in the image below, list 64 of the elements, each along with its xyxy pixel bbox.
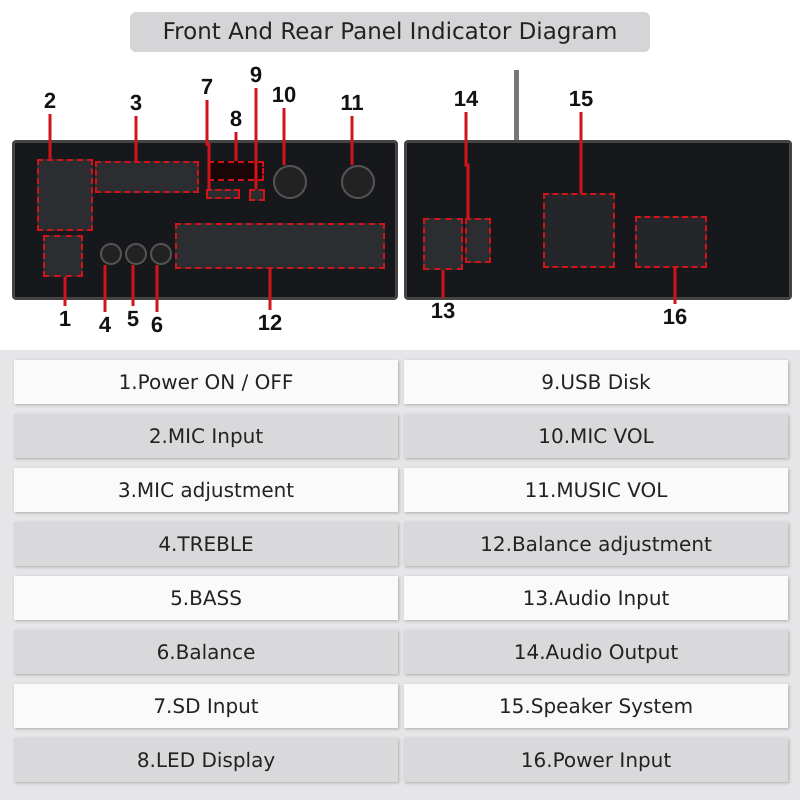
- feature-label: 12.Balance adjustment: [404, 522, 788, 566]
- knob-group: [95, 161, 199, 193]
- card-slot: [206, 189, 240, 199]
- knob: [100, 243, 122, 265]
- feature-label: 1.Power ON / OFF: [14, 360, 398, 404]
- power-switch: [43, 235, 83, 277]
- power-terminal-group: [635, 216, 707, 268]
- rca-jack-group: [423, 218, 463, 270]
- callout-number: 14: [451, 86, 481, 112]
- feature-label: 3.MIC adjustment: [14, 468, 398, 512]
- feature-label: 2.MIC Input: [14, 414, 398, 458]
- feature-label: 14.Audio Output: [404, 630, 788, 674]
- knob: [150, 243, 172, 265]
- knob: [125, 243, 147, 265]
- equalizer-sliders: [175, 223, 385, 269]
- volume-knob: [273, 165, 307, 199]
- feature-label: 15.Speaker System: [404, 684, 788, 728]
- amplifier-front-panel-drawing: [12, 140, 398, 300]
- leader-line: [580, 112, 582, 193]
- feature-label: 13.Audio Input: [404, 576, 788, 620]
- callout-number: 13: [428, 298, 458, 324]
- leader-line: [64, 277, 66, 306]
- callout-number: 16: [660, 304, 690, 330]
- leader-line: [48, 114, 52, 159]
- callout-number: 3: [121, 90, 151, 116]
- mic-jack-group: [37, 159, 93, 231]
- callout-number: 4: [90, 312, 120, 338]
- leader-line: [268, 269, 272, 310]
- callout-number: 7: [192, 74, 222, 100]
- leader-line: [282, 108, 286, 165]
- feature-label: 8.LED Display: [14, 738, 398, 782]
- leader-line: [134, 116, 138, 161]
- callout-number: 1: [50, 306, 80, 332]
- leader-line: [442, 270, 444, 298]
- callout-number: 2: [35, 88, 65, 114]
- speaker-terminal-group: [543, 193, 615, 268]
- feature-label: 11.MUSIC VOL: [404, 468, 788, 512]
- leader-line: [156, 265, 158, 312]
- callout-number: 10: [269, 82, 299, 108]
- leader-line: [132, 265, 134, 306]
- callout-number: 8: [221, 106, 251, 132]
- feature-label: 9.USB Disk: [404, 360, 788, 404]
- feature-label: 16.Power Input: [404, 738, 788, 782]
- leader-line: [234, 132, 238, 161]
- callout-number: 15: [566, 86, 596, 112]
- usb-port: [249, 189, 265, 201]
- leader-line: [206, 100, 210, 189]
- callout-number: 9: [241, 62, 271, 88]
- feature-label: 5.BASS: [14, 576, 398, 620]
- leader-line: [674, 268, 676, 304]
- leader-line: [464, 112, 470, 218]
- feature-label: 10.MIC VOL: [404, 414, 788, 458]
- callout-number: 11: [337, 90, 367, 116]
- volume-knob: [341, 165, 375, 199]
- feature-label: 4.TREBLE: [14, 522, 398, 566]
- title-banner: Front And Rear Panel Indicator Diagram: [130, 12, 650, 52]
- leader-line: [350, 116, 354, 165]
- leader-line: [254, 88, 258, 189]
- leader-line: [104, 265, 106, 312]
- callout-number: 12: [255, 310, 285, 336]
- feature-label: 6.Balance: [14, 630, 398, 674]
- feature-label: 7.SD Input: [14, 684, 398, 728]
- rca-jack-group: [465, 218, 491, 263]
- amplifier-rear-panel-drawing: [404, 140, 792, 300]
